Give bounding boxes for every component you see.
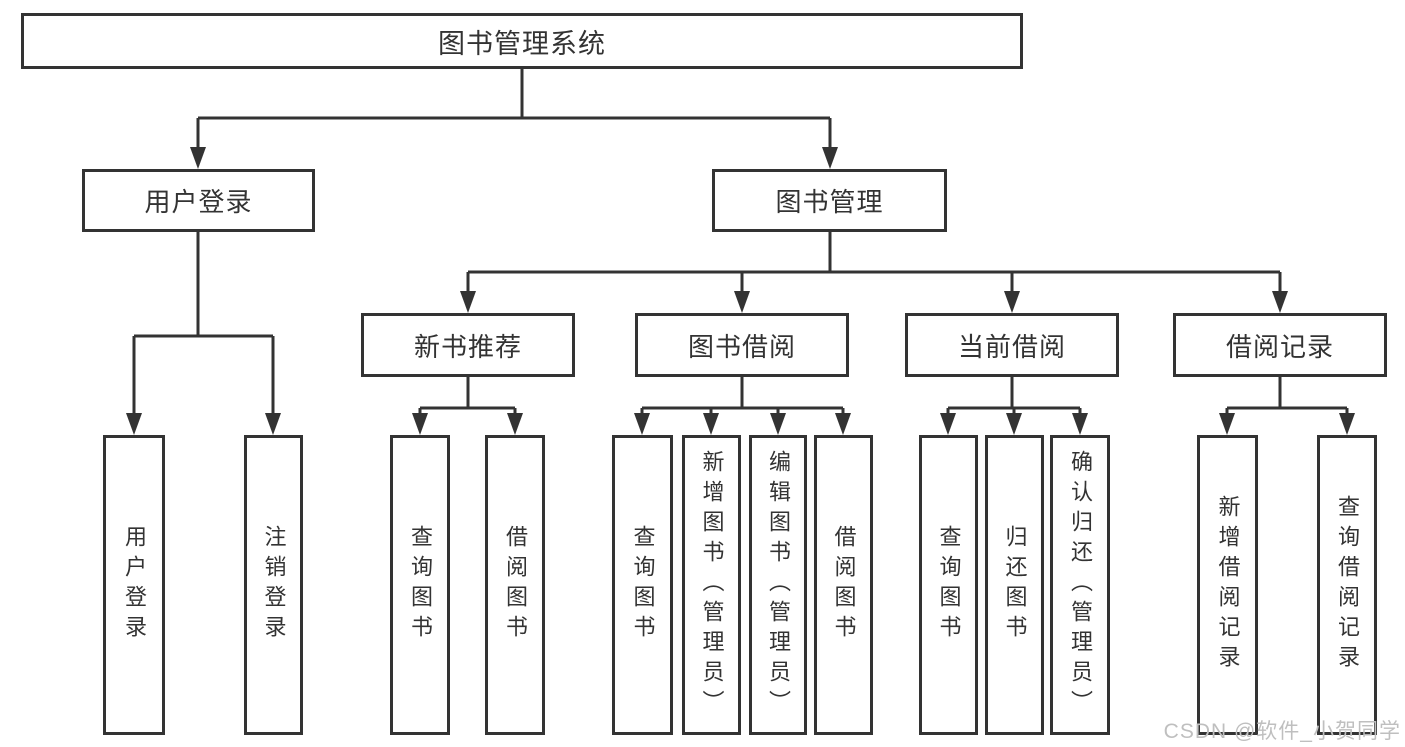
node-current-borrow: 当前借阅 xyxy=(905,313,1119,377)
leaf-label: 确认归还（管理员） xyxy=(1068,450,1093,720)
node-user-login: 用户登录 xyxy=(82,169,315,232)
node-book-management: 图书管理 xyxy=(712,169,947,232)
leaf-confirm-return-admin: 确认归还（管理员） xyxy=(1050,435,1110,735)
leaf-query-books-borrow: 查询图书 xyxy=(612,435,673,735)
leaf-query-books-recommend: 查询图书 xyxy=(390,435,450,735)
leaf-label: 归还图书 xyxy=(1002,525,1028,645)
node-root-library-system: 图书管理系统 xyxy=(21,13,1023,69)
leaf-add-books-admin: 新增图书（管理员） xyxy=(682,435,741,735)
node-book-borrow: 图书借阅 xyxy=(635,313,849,377)
leaf-label: 借阅图书 xyxy=(831,525,857,645)
leaf-label: 用户登录 xyxy=(122,525,147,645)
leaf-return-books: 归还图书 xyxy=(985,435,1044,735)
leaf-add-borrow-record: 新增借阅记录 xyxy=(1197,435,1258,735)
node-new-book-recommend: 新书推荐 xyxy=(361,313,575,377)
node-borrow-records: 借阅记录 xyxy=(1173,313,1387,377)
csdn-watermark: CSDN @软件_小贺同学 xyxy=(1163,720,1401,743)
leaf-label: 编辑图书（管理员） xyxy=(766,450,791,720)
leaf-label: 注销登录 xyxy=(261,525,287,645)
leaf-label: 查询图书 xyxy=(630,525,656,645)
leaf-label: 借阅图书 xyxy=(503,525,528,645)
leaf-label: 新增图书（管理员） xyxy=(699,450,725,720)
leaf-label: 查询图书 xyxy=(408,525,433,645)
leaf-label: 新增借阅记录 xyxy=(1215,495,1241,675)
leaf-logout: 注销登录 xyxy=(244,435,303,735)
leaf-label: 查询图书 xyxy=(936,525,962,645)
leaf-query-borrow-record: 查询借阅记录 xyxy=(1317,435,1377,735)
leaf-query-books-current: 查询图书 xyxy=(919,435,978,735)
leaf-edit-books-admin: 编辑图书（管理员） xyxy=(749,435,807,735)
leaf-user-login: 用户登录 xyxy=(103,435,165,735)
leaf-borrow-books: 借阅图书 xyxy=(814,435,873,735)
leaf-label: 查询借阅记录 xyxy=(1335,495,1360,675)
leaf-borrow-books-recommend: 借阅图书 xyxy=(485,435,545,735)
arrowheads xyxy=(126,147,1355,435)
